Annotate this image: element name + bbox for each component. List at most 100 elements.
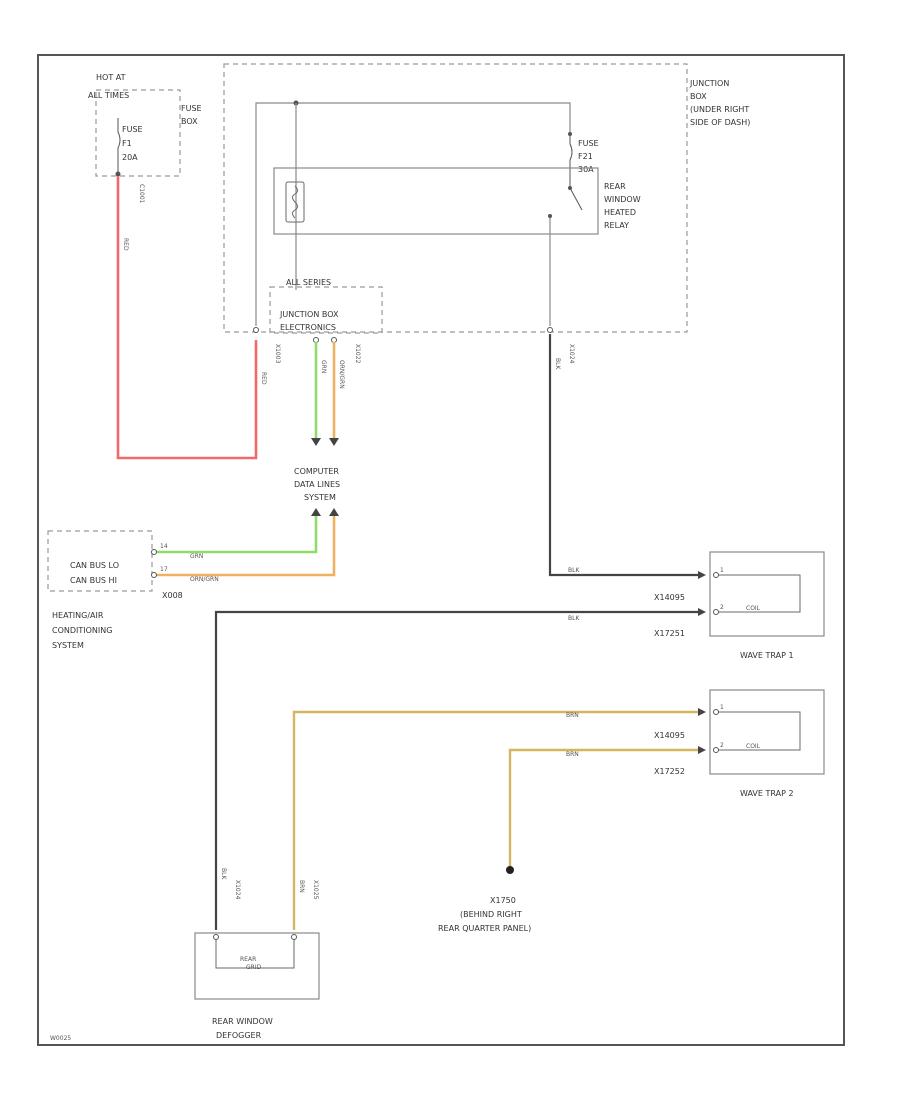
relay-coil-symbol [285, 181, 305, 223]
wave-trap-1-coil-loop [716, 574, 801, 613]
fuse-f21-label-1: FUSE [578, 139, 599, 148]
fuse-box-label-2: BOX [181, 117, 198, 126]
wire-brn-wt2-to-ground [508, 748, 700, 868]
wt2-pin-1 [713, 709, 719, 715]
fuse-f1-terminal [115, 171, 121, 177]
fuse-box: HOT AT ALL TIMES FUSE BOX FUSE F1 20A [88, 73, 202, 177]
hvac-connector-label: X008 [162, 591, 183, 600]
arrow-wt1-pin2 [698, 608, 706, 616]
wire-label-grn-jb: GRN [320, 360, 327, 373]
defogger-name-1: REAR WINDOW [212, 1017, 273, 1026]
wire-orange-can [156, 516, 336, 577]
ground-location-1: (BEHIND RIGHT [460, 910, 522, 919]
wire-red-battery-feed [116, 176, 258, 460]
pin-can-lo [151, 549, 157, 555]
wt2-pin-label-2: 2 [720, 742, 724, 749]
data-lines-label-1: COMPUTER [294, 467, 339, 476]
fuse-f1-label-3: 20A [122, 153, 138, 162]
pin-label-17: 17 [160, 566, 168, 573]
arrow-orange-down [329, 438, 339, 446]
pin-jb-red [253, 327, 259, 333]
arrow-green-up [311, 508, 321, 516]
fuse-f1-symbol [117, 118, 121, 172]
wt2-pin-2 [713, 747, 719, 753]
wave-trap-1-outline [709, 551, 825, 637]
wave-trap-2-outline [709, 689, 825, 775]
wire-blk-wt1-to-defogger [214, 610, 700, 930]
wire-label-orn-can: ORN/GRN [190, 576, 219, 583]
hvac-module: CAN BUS LO CAN BUS HI 14 17 X008 HEATING… [47, 530, 183, 650]
rear-window-heated-relay [273, 167, 599, 235]
fuse-box-label-1: FUSE [181, 104, 202, 113]
defogger-name-2: DEFOGGER [216, 1031, 262, 1040]
relay-contact-line [569, 172, 583, 211]
hvac-system-label-2: CONDITIONING [52, 626, 112, 635]
ground-point [506, 866, 514, 874]
wave-trap-1-name: WAVE TRAP 1 [740, 651, 794, 660]
conn-label-x1022: X1022 [354, 344, 361, 364]
fuse-f21-terminal-top [568, 132, 572, 136]
relay-output-dot [548, 214, 552, 218]
wt2-connector-label: X14095 [654, 731, 685, 740]
pin-jb-green [313, 337, 319, 343]
arrow-orange-up [329, 508, 339, 516]
conn-label-x1003: X1003 [274, 344, 281, 364]
pin-jb-relay-out [547, 327, 553, 333]
hvac-system-label-1: HEATING/AIR [52, 611, 104, 620]
defogger-grid-loop [215, 937, 295, 969]
wire-label-wt2-bot: BRN [566, 751, 579, 758]
conn-label-x1024: X1024 [568, 344, 575, 364]
junction-box-label-4: SIDE OF DASH) [690, 118, 750, 127]
wt1-connector-label: X14095 [654, 593, 685, 602]
relay-label-3: HEATED [604, 208, 636, 217]
hvac-outline [47, 530, 153, 592]
can-bus-hi-label: CAN BUS HI [70, 576, 117, 585]
connector-label-c1001: C1001 [138, 184, 145, 204]
arrow-green-down [311, 438, 321, 446]
pin-jb-orange [331, 337, 337, 343]
rear-window-defogger: REAR GRID REAR WINDOW DEFOGGER [194, 932, 320, 1040]
fuse-f1-label-1: FUSE [122, 125, 143, 134]
wt1-pin-label-2: 2 [720, 604, 724, 611]
fuse-f21-label-2: F21 [578, 152, 593, 161]
wt2-coil-label: COIL [746, 743, 761, 750]
wire-green-can [156, 516, 318, 554]
figure-id: W0025 [50, 1035, 71, 1042]
wire-label-wt2-top: BRN [566, 712, 579, 719]
defogger-element-label-1: REAR [240, 956, 256, 963]
jbe-name-1: JUNCTION BOX [279, 310, 339, 319]
hot-at-label: HOT AT [96, 73, 126, 82]
data-lines-label-3: SYSTEM [304, 493, 336, 502]
fuse-f1-label-2: F1 [122, 139, 132, 148]
junction-box-label-3: (UNDER RIGHT [690, 105, 749, 114]
wave-trap-2: 1 2 COIL X14095 X17252 WAVE TRAP 2 [654, 689, 825, 798]
wire-brn-wt2-to-defogger [292, 710, 700, 930]
wire-label-def-blk: BLK [220, 868, 227, 880]
defogger-pin-2 [291, 934, 297, 940]
conn-label-def-2: X1025 [312, 880, 319, 900]
jbe-name-2: ELECTRONICS [280, 323, 336, 332]
defogger-element-label-2: GRID [246, 964, 262, 971]
fuse-f21-label-3: 30A [578, 165, 594, 174]
relay-label-1: REAR [604, 182, 626, 191]
fuse-box-outline [95, 89, 181, 177]
wt2-pin-label-1: 1 [720, 704, 724, 711]
jbe-outline [269, 286, 383, 334]
wire-label-def-brn: BRN [298, 880, 305, 893]
ground-id-label: X1750 [490, 896, 516, 905]
wt2-x-label: X17252 [654, 767, 685, 776]
arrow-wt2-pin1 [698, 708, 706, 716]
conn-label-def-1: X1024 [234, 880, 241, 900]
junction-box: JUNCTION BOX (UNDER RIGHT SIDE OF DASH) … [223, 63, 750, 333]
wire-label-wt1-top: BLK [568, 567, 580, 574]
wave-trap-2-coil-loop [716, 711, 801, 751]
junction-box-label-1: JUNCTION [689, 79, 729, 88]
jbe-series-label: ALL SERIES [286, 278, 331, 287]
defogger-pin-1 [213, 934, 219, 940]
data-lines-label-2: DATA LINES [294, 480, 340, 489]
arrow-wt1-pin1 [698, 571, 706, 579]
defogger-outline [194, 932, 320, 1000]
ground-location-2: REAR QUARTER PANEL) [438, 924, 531, 933]
relay-coil-winding [292, 185, 298, 219]
junction-box-electronics: ALL SERIES JUNCTION BOX ELECTRONICS [269, 278, 383, 334]
